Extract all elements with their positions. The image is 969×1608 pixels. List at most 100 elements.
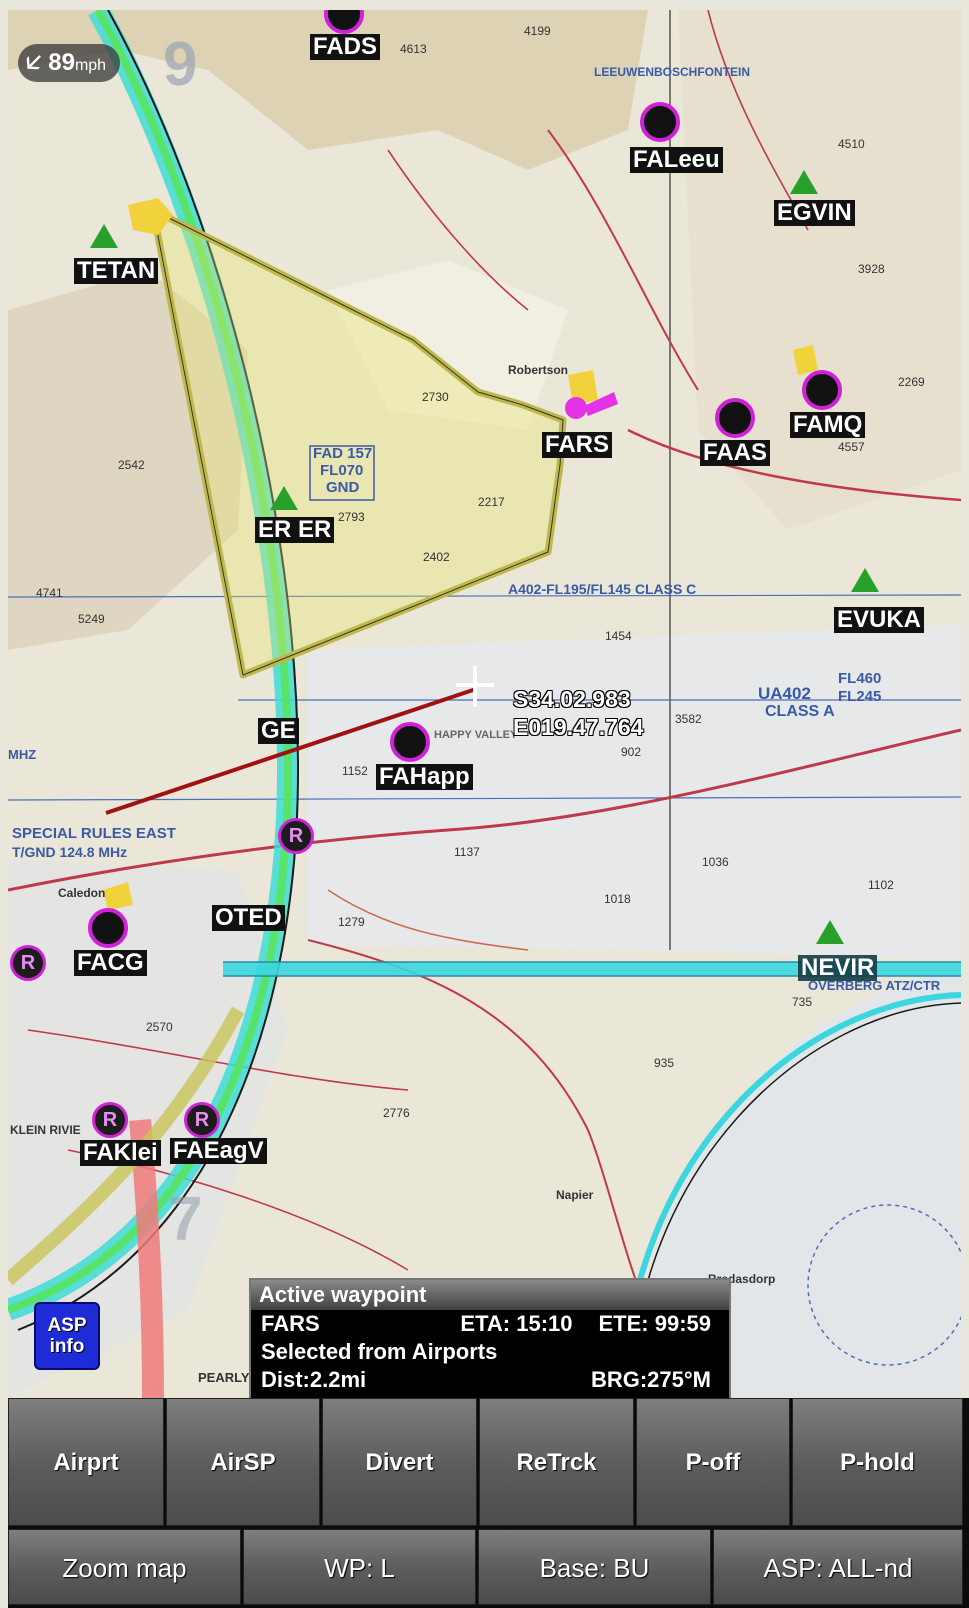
- base-mode-button[interactable]: Base: BU: [478, 1529, 711, 1605]
- wp-mode-button[interactable]: WP: L: [243, 1529, 476, 1605]
- p-off-button[interactable]: P-off: [636, 1398, 790, 1526]
- active-waypoint-panel[interactable]: Active waypoint FARS ETA: 15:10 ETE: 99:…: [249, 1278, 731, 1402]
- town-label-caledon: Caledon: [58, 886, 106, 900]
- elevation-label: 3582: [675, 712, 702, 726]
- elevation-label: 2730: [422, 390, 449, 404]
- waypoint-label[interactable]: FAAS: [700, 440, 771, 466]
- elevation-label: 4613: [400, 42, 427, 56]
- waypoint-triangle-egvin[interactable]: [790, 170, 818, 194]
- waypoint-label[interactable]: NEVIR: [798, 955, 878, 981]
- elevation-label: 935: [654, 1056, 675, 1070]
- waypoint-triangle-evuka[interactable]: [851, 568, 879, 592]
- p-hold-button[interactable]: P-hold: [792, 1398, 963, 1526]
- waypoint-label[interactable]: ER ER: [255, 517, 335, 543]
- svg-text:7: 7: [168, 1185, 202, 1254]
- elevation-label: 4199: [524, 24, 551, 38]
- cursor-latitude: S34.02.983: [513, 686, 631, 712]
- airport-button[interactable]: Airprt: [8, 1398, 164, 1526]
- elevation-label: 4741: [36, 586, 63, 600]
- elevation-label: 902: [621, 745, 642, 759]
- airspace-label-fl070: FL070: [320, 462, 364, 479]
- elevation-label: 1137: [454, 845, 480, 859]
- airport-marker-faas[interactable]: [715, 398, 755, 438]
- active-waypoint-row: FARS ETA: 15:10 ETE: 99:59: [251, 1310, 729, 1338]
- asp-info-line2: info: [49, 1336, 85, 1357]
- elevation-label: 2570: [146, 1020, 173, 1034]
- waypoint-label[interactable]: GE: [258, 718, 299, 744]
- waypoint-triangle-nevir[interactable]: [816, 920, 844, 944]
- special-rules-label: SPECIAL RULES EAST: [12, 825, 176, 842]
- asp-filter-button[interactable]: ASP: ALL-nd: [713, 1529, 963, 1605]
- active-waypoint-row: Dist:2.2mi BRG:275°M: [251, 1366, 729, 1394]
- zoom-map-button[interactable]: Zoom map: [8, 1529, 241, 1605]
- airspace-label-a402: A402-FL195/FL145 CLASS C: [508, 581, 697, 597]
- asp-info-button[interactable]: ASP info: [34, 1302, 100, 1370]
- bottom-toolbar: Airprt AirSP Divert ReTrck P-off P-hold …: [8, 1398, 969, 1608]
- elevation-label: 1018: [604, 892, 631, 906]
- waypoint-triangle-erler[interactable]: [270, 486, 298, 510]
- place-label-klein-rivier: KLEIN RIVIE: [10, 1123, 81, 1137]
- airport-marker-facg[interactable]: [88, 908, 128, 948]
- active-waypoint-source: Selected from Airports: [261, 1339, 498, 1364]
- active-waypoint-eta: ETA: 15:10: [460, 1311, 573, 1336]
- elevation-label: 2402: [423, 550, 450, 564]
- airport-marker-famq[interactable]: [802, 370, 842, 410]
- waypoint-label[interactable]: OTED: [212, 905, 285, 931]
- elevation-label: 5249: [78, 612, 105, 626]
- town-label-robertson: Robertson: [508, 363, 568, 377]
- overberg-atz-label: OVERBERG ATZ/CTR: [808, 978, 941, 993]
- frequency-label-mhz: MHZ: [8, 747, 37, 762]
- waypoint-label[interactable]: TETAN: [74, 258, 159, 284]
- airport-marker-faleeu[interactable]: [640, 102, 680, 142]
- waypoint-label[interactable]: FAMQ: [790, 412, 866, 438]
- r-marker-icon[interactable]: R: [278, 818, 314, 854]
- active-waypoint-ete: ETE: 99:59: [598, 1311, 712, 1336]
- map-background: 9 7: [8, 10, 961, 1398]
- active-waypoint-bearing: BRG:275°M: [590, 1367, 711, 1392]
- waypoint-label[interactable]: FACG: [74, 950, 147, 976]
- elevation-label: 1152: [342, 764, 368, 778]
- svg-text:9: 9: [163, 30, 197, 99]
- waypoint-label[interactable]: FALeeu: [630, 147, 723, 173]
- divert-button[interactable]: Divert: [322, 1398, 477, 1526]
- waypoint-label[interactable]: FAHapp: [376, 764, 473, 790]
- elevation-label: 1279: [338, 915, 365, 929]
- waypoint-label[interactable]: FADS: [310, 34, 381, 60]
- airspace-label-class-a: CLASS A: [765, 703, 835, 720]
- elevation-label: 1454: [605, 629, 632, 643]
- airspace-label-ua402: UA402: [758, 684, 811, 703]
- waypoint-label[interactable]: EVUKA: [834, 607, 925, 633]
- retrack-button[interactable]: ReTrck: [479, 1398, 634, 1526]
- asp-info-line1: ASP: [47, 1315, 87, 1336]
- airspace-button[interactable]: AirSP: [166, 1398, 320, 1526]
- r-marker-icon[interactable]: R: [10, 945, 46, 981]
- place-label-happy-valley: HAPPY VALLEY: [434, 729, 518, 741]
- elevation-label: 1102: [868, 878, 894, 892]
- waypoint-label[interactable]: FAEagV: [170, 1138, 267, 1164]
- airspace-label-gnd: GND: [326, 479, 360, 496]
- cursor-coordinates: S34.02.983 E019.47.764: [513, 685, 643, 741]
- airspace-label-fl245: FL245: [838, 688, 882, 705]
- active-waypoint-name: FARS: [261, 1311, 320, 1336]
- town-label-leeuwenbosch: LEEUWENBOSCHFONTEIN: [594, 65, 750, 79]
- elevation-label: 3928: [858, 262, 885, 276]
- r-marker-icon[interactable]: R: [92, 1102, 128, 1138]
- ground-speed-indicator: 🡧 89mph: [18, 44, 121, 82]
- elevation-label: 4510: [838, 137, 865, 151]
- waypoint-label[interactable]: FAKlei: [80, 1140, 161, 1166]
- waypoint-label[interactable]: FARS: [542, 432, 613, 458]
- waypoint-triangle-tetan[interactable]: [90, 224, 118, 248]
- waypoint-label[interactable]: EGVIN: [774, 200, 855, 226]
- airspace-label-fl460: FL460: [838, 670, 882, 687]
- elevation-label: 2776: [383, 1106, 410, 1120]
- elevation-label: 735: [792, 995, 813, 1009]
- aeronautical-map[interactable]: 9 7 FAD 157 FL070 GND A402-FL195/FL145 C…: [8, 10, 961, 1398]
- speed-value: 89: [48, 49, 75, 76]
- airspace-label-fad157: FAD 157: [313, 445, 373, 462]
- elevation-label: 2269: [898, 375, 925, 389]
- airport-marker-fahapp[interactable]: [390, 722, 430, 762]
- town-label-napier: Napier: [556, 1188, 594, 1202]
- r-marker-icon[interactable]: R: [184, 1102, 220, 1138]
- gnd-frequency-label: T/GND 124.8 MHz: [12, 844, 128, 860]
- active-waypoint-distance: Dist:2.2mi: [261, 1367, 367, 1392]
